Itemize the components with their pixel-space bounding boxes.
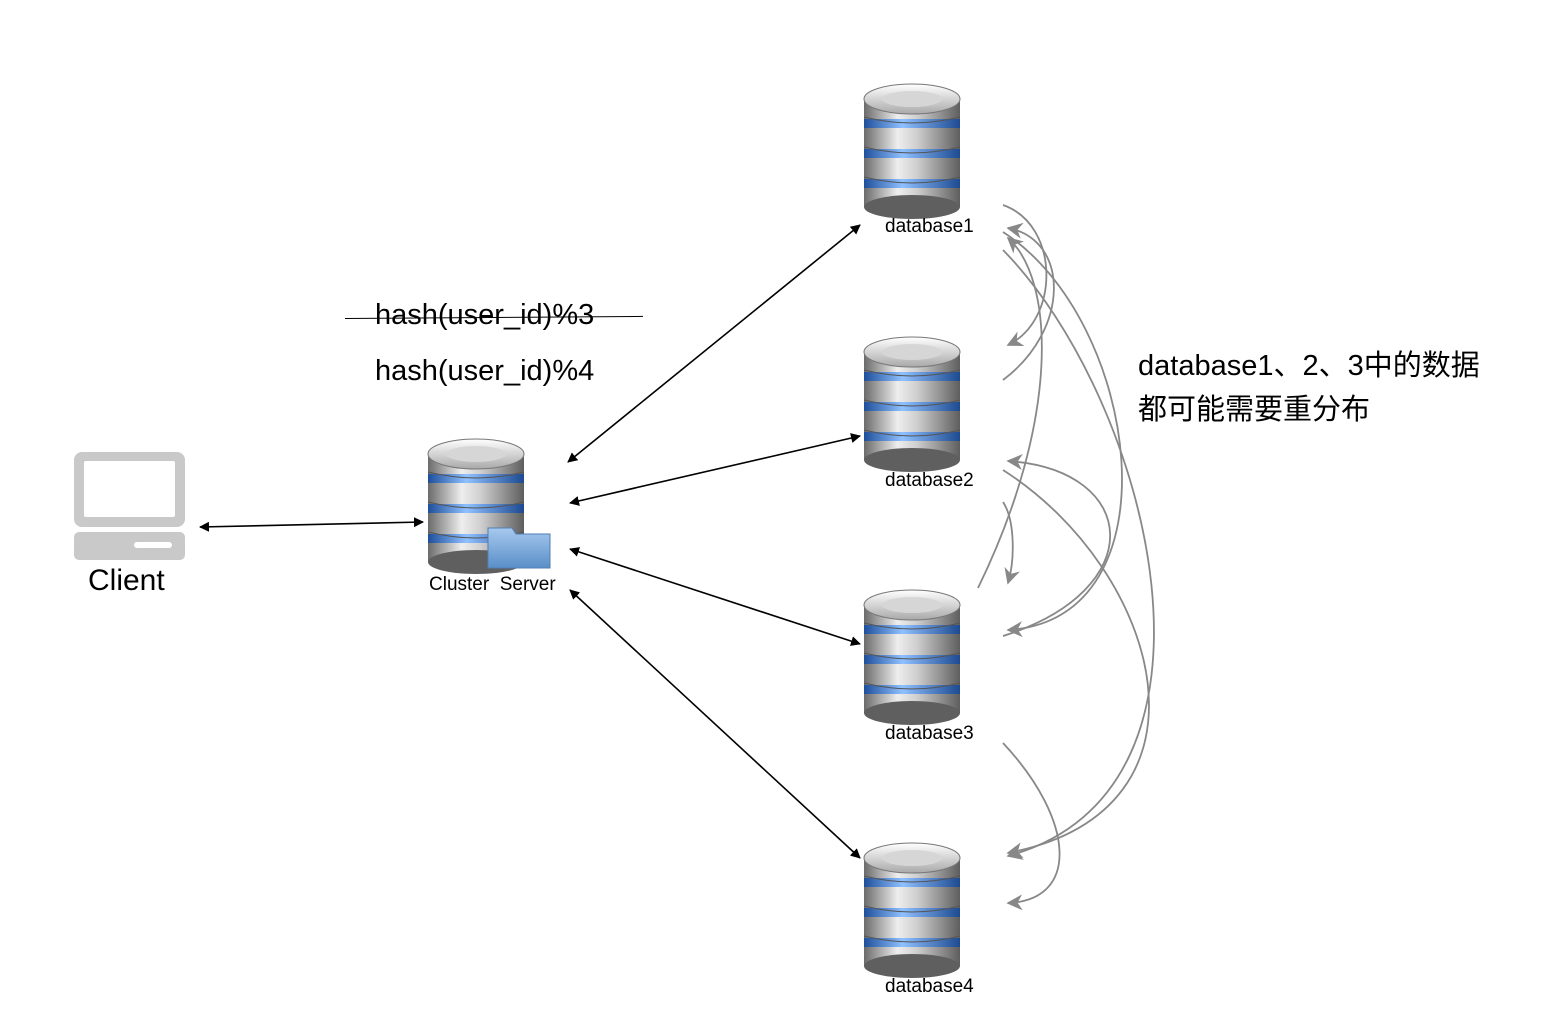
database-icon-3: [863, 589, 961, 726]
redistribution-arrow: [1002, 249, 1155, 860]
computer-icon: [74, 452, 185, 560]
redistribution-arrow: [1002, 501, 1020, 585]
cluster-server-label: Cluster Server: [429, 574, 556, 595]
redistribution-arrow: [1002, 742, 1061, 911]
database-icon-2: [863, 336, 961, 473]
note-line-1: database1、2、3中的数据: [1138, 350, 1480, 382]
redistribution-arrow: [1002, 222, 1055, 381]
formula-old: hash(user_id)%3: [375, 299, 595, 331]
client-label: Client: [88, 564, 165, 597]
cluster-db4-connector: [569, 589, 861, 859]
database-icon-1: [863, 83, 961, 220]
cluster-db1-connector: [567, 224, 861, 463]
database-icon-4: [863, 842, 961, 979]
redistribution-arrow: [1002, 454, 1111, 637]
database2-label: database2: [885, 470, 974, 491]
database3-label: database3: [885, 723, 974, 744]
redistribution-arrow: [1002, 469, 1150, 859]
redistribution-arrow: [1002, 231, 1123, 638]
cluster-db2-connector: [569, 433, 861, 506]
database4-label: database4: [885, 976, 974, 997]
formula-new: hash(user_id)%4: [375, 355, 595, 387]
redistribution-arrow: [1002, 204, 1048, 346]
database-server-icon: [427, 438, 551, 575]
redistribution-note: database1、2、3中的数据 都可能需要重分布: [1138, 344, 1480, 432]
note-line-2: 都可能需要重分布: [1138, 394, 1371, 426]
client-cluster-connector: [199, 517, 424, 532]
database1-label: database1: [885, 216, 974, 237]
redistribution-arrow: [977, 236, 1043, 589]
